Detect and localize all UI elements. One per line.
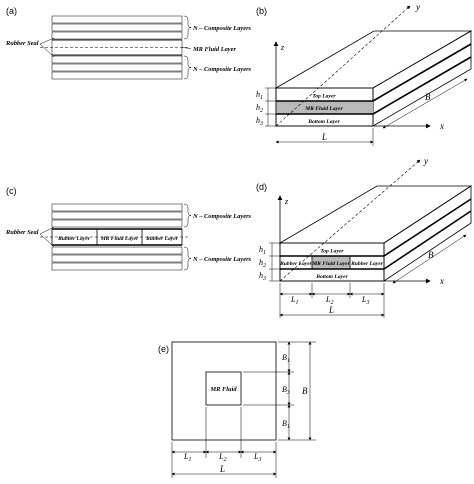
panel-c-mr-layer-label: MR Fluid Layer	[100, 236, 139, 242]
panel-d-l2-label: L2	[325, 295, 333, 306]
panel-c-rubber-right-label: Rubber Layer	[145, 236, 179, 242]
panel-e-outer-square	[171, 341, 277, 441]
panel-d-side-face	[383, 185, 472, 282]
panel-d-h2-label: h2	[259, 258, 266, 269]
panel-d-l3-label: L3	[361, 295, 369, 306]
panel-c-composite-top-label: N – Composite Layers	[192, 213, 252, 220]
panel-a-tag: (a)	[6, 6, 17, 16]
panel-d-top-face	[278, 185, 473, 244]
panel-b: (b) Top Layer MR Fluid Layer Bottom Laye…	[256, 2, 473, 146]
panel-d-h1-label: h1	[259, 245, 266, 256]
panel-c-tag: (c)	[6, 186, 17, 196]
panel-c-composite-bottom-label: N – Composite Layers	[192, 256, 252, 263]
panel-b-z-label: z	[280, 43, 285, 52]
panel-b-x-label: x	[439, 121, 444, 131]
panel-b-mr-layer-label: MR Fluid Layer	[304, 106, 343, 112]
panel-d-width-label: B	[428, 250, 434, 260]
panel-a-rubber-seal-label: Rubber Seal	[5, 40, 39, 47]
panel-e-mr-fluid-square	[205, 371, 242, 406]
panel-a: (a) N – Composite Layers N – Composite L…	[5, 6, 252, 80]
panel-d-z-label: z	[284, 197, 289, 206]
panel-e-length-label: L	[219, 464, 225, 474]
panel-b-h1-label: h1	[256, 90, 263, 101]
panel-d: (d) Top Layer Rubber Layer MR Fluid Laye…	[256, 156, 473, 318]
panel-c-rubber-seal-label: Rubber Seal	[5, 229, 39, 236]
panel-e-width-label: B	[302, 386, 308, 396]
panel-e-l1-label: L1	[183, 452, 191, 463]
panel-d-rubber-right-label: Rubber Layer	[350, 261, 384, 267]
panel-a-mr-layer-label: MR Fluid Layer	[192, 46, 236, 53]
panel-d-y-label: y	[423, 156, 428, 166]
panel-d-length-label: L	[328, 305, 334, 315]
panel-b-width-dimension	[382, 78, 468, 129]
panel-d-mr-layer-label: MR Fluid Layer	[311, 261, 350, 267]
panel-d-mr-layer	[312, 256, 350, 269]
panel-e: (e) MR Fluid B1 B3 B1 B L1 L2 L3 L	[158, 341, 316, 478]
panel-e-l2-label: L2	[218, 452, 226, 463]
panel-b-y-label: y	[415, 2, 420, 12]
panel-d-rubber-left-label: Rubber Layer	[279, 261, 313, 267]
panel-e-mr-fluid-label: MR Fluid	[209, 386, 237, 393]
panel-d-y-axis	[279, 159, 421, 282]
panel-b-width-label: B	[425, 92, 431, 102]
panel-c: (c) Rubber Layer MR Fluid Layer Rubber L…	[5, 186, 252, 271]
panel-d-bottom-layer-label: Bottom Layer	[315, 274, 348, 280]
panel-a-composite-top-label: N – Composite Layers	[192, 25, 252, 32]
panel-a-upper-composite	[51, 15, 183, 40]
panel-e-b3-label: B3	[282, 385, 290, 396]
panel-d-top-layer-label: Top Layer	[320, 249, 344, 255]
panel-c-rubber-left-label: Rubber Layer	[57, 236, 91, 242]
panel-d-l1-label: L1	[290, 295, 298, 306]
panel-d-width-dimension	[392, 234, 467, 284]
panel-b-tag: (b)	[256, 6, 267, 16]
panel-b-bottom-layer-label: Bottom Layer	[307, 119, 340, 125]
panel-d-tag: (d)	[256, 182, 267, 192]
panel-b-length-label: L	[321, 132, 327, 142]
panel-b-side-face	[372, 30, 472, 127]
panel-b-top-face	[274, 30, 473, 89]
panel-b-top-layer-label: Top Layer	[312, 94, 336, 100]
panel-e-tag: (e)	[158, 344, 169, 354]
panel-a-composite-bottom-label: N – Composite Layers	[192, 66, 252, 73]
panel-e-b1-top-label: B1	[282, 353, 290, 364]
panel-e-l3-label: L3	[253, 452, 261, 463]
panel-d-h3-label: h3	[259, 271, 266, 282]
panel-b-h2-label: h2	[256, 103, 263, 114]
panel-a-lower-composite	[51, 55, 183, 80]
panel-e-b1-bottom-label: B1	[282, 419, 290, 430]
panel-d-x-label: x	[439, 276, 444, 286]
panel-c-lower-composite	[51, 246, 183, 271]
panel-c-upper-composite	[51, 203, 183, 228]
panel-b-h3-label: h3	[256, 116, 263, 127]
